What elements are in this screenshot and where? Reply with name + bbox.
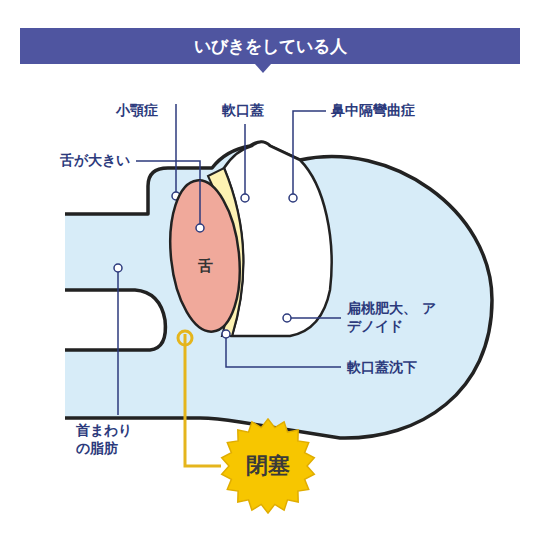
node-text: 閉塞 [246,451,290,481]
obstruction-burst: 閉塞 [218,418,318,514]
node-outline [168,178,242,334]
node-text: 舌 [198,257,213,276]
chin-outline [65,290,165,350]
part-label: 鼻中隔彎曲症 [331,101,415,119]
airway-fill [65,142,492,438]
obstruction-leader [185,334,221,466]
leader-lines [118,104,341,415]
part-label: 扁桃肥大、 アデノイド [347,299,439,335]
part-label: 舌が大きい [60,151,130,169]
title-bar: いびきをしている人 [20,28,520,64]
part-label: 小顎症 [116,101,158,119]
part-label: 首まわり の脂肪 [76,421,148,457]
head-outline [65,142,492,438]
part-label: 軟口蓋 [222,101,264,119]
part-label: 軟口蓋沈下 [347,358,417,376]
tongue-shape: 舌 [168,178,242,334]
title-pointer [255,64,271,73]
